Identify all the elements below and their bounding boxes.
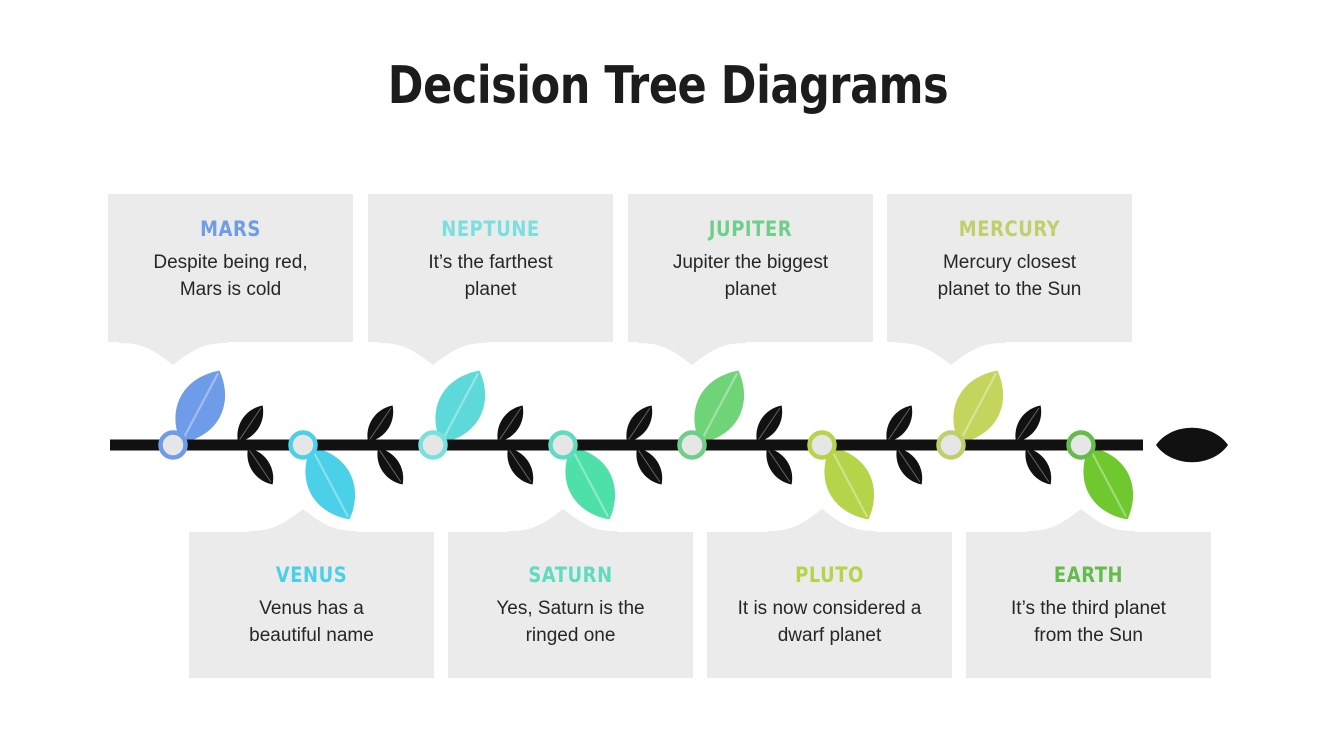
card-description-line-1: Yes, Saturn is the [496,598,645,620]
branch-stem [110,439,1143,451]
card-title: PLUTO [795,563,864,587]
node-ring[interactable] [158,430,188,460]
decorative-leaf-0 [237,405,264,442]
decorative-leaf-9 [766,448,793,485]
node-ring[interactable] [548,430,578,460]
card-title: VENUS [275,563,348,587]
node-ring[interactable] [807,430,837,460]
decorative-leaf-6 [626,405,653,442]
card-description: It is now considered a dwarf planet [721,596,938,650]
card-mars[interactable]: MARS Despite being red, Mars is cold [108,194,353,342]
card-description-line-2: Mars is cold [179,279,282,301]
card-description-line-2: dwarf planet [777,625,882,647]
card-title: SATURN [528,563,613,587]
leaf-neptune [435,370,486,443]
node-mars[interactable] [158,430,188,460]
decorative-leaf-3 [377,448,404,485]
card-neptune[interactable]: NEPTUNE It’s the farthest planet [368,194,613,342]
node-saturn[interactable] [548,430,578,460]
card-description-line-1: Mercury closest [942,252,1077,274]
card-description: It’s the farthest planet [382,250,599,304]
card-description: Yes, Saturn is the ringed one [462,596,679,650]
card-description-line-1: It’s the farthest [428,252,553,274]
node-ring[interactable] [288,430,318,460]
node-ring[interactable] [1066,430,1096,460]
card-description: Despite being red, Mars is cold [122,250,339,304]
decorative-leaf-8 [756,405,783,442]
branch-graphic [110,370,1228,520]
node-jupiter[interactable] [677,430,707,460]
card-description: It’s the third planet from the Sun [980,596,1197,650]
node-mercury[interactable] [936,430,966,460]
node-venus[interactable] [288,430,318,460]
card-title: EARTH [1053,563,1124,587]
node-ring[interactable] [936,430,966,460]
card-title: MERCURY [958,217,1061,241]
node-ring[interactable] [677,430,707,460]
card-title: NEPTUNE [441,217,540,241]
card-description-line-1: Jupiter the biggest [672,252,829,274]
node-ring[interactable] [418,430,448,460]
leaf-pluto [824,447,875,520]
card-description-line-1: It is now considered a [737,598,922,620]
leaf-mars [175,370,226,443]
decorative-leaf-7 [636,448,663,485]
card-description-line-1: Venus has a [259,598,364,620]
card-earth[interactable]: EARTH It’s the third planet from the Sun [966,532,1211,678]
card-description: Venus has a beautiful name [203,596,420,650]
leaf-mercury [953,370,1004,443]
decorative-leaf-13 [1025,448,1052,485]
branch-timeline [0,360,1336,540]
card-description-line-1: It’s the third planet [1011,598,1166,620]
leaf-venus [305,447,356,520]
card-description-line-2: planet [724,279,777,301]
card-description-line-2: beautiful name [249,625,374,647]
card-title: MARS [200,217,261,241]
leaf-saturn [565,447,616,520]
decorative-leaf-2 [367,405,394,442]
decorative-leaf-12 [1015,405,1042,442]
card-venus[interactable]: VENUS Venus has a beautiful name [189,532,434,678]
page-title: Decision Tree Diagrams [387,56,949,116]
branch-tip-leaf [1156,427,1228,463]
decorative-leaf-4 [497,405,524,442]
card-mercury[interactable]: MERCURY Mercury closest planet to the Sun [887,194,1132,342]
card-description: Mercury closest planet to the Sun [901,250,1118,304]
card-description: Jupiter the biggest planet [642,250,859,304]
decorative-leaf-1 [247,448,274,485]
node-neptune[interactable] [418,430,448,460]
card-description-line-2: from the Sun [1034,625,1143,647]
card-saturn[interactable]: SATURN Yes, Saturn is the ringed one [448,532,693,678]
card-description-line-2: ringed one [525,625,616,647]
card-title: JUPITER [708,217,793,241]
decorative-leaf-5 [507,448,534,485]
card-pluto[interactable]: PLUTO It is now considered a dwarf planet [707,532,952,678]
node-earth[interactable] [1066,430,1096,460]
card-description-line-2: planet to the Sun [937,279,1082,301]
card-jupiter[interactable]: JUPITER Jupiter the biggest planet [628,194,873,342]
decorative-leaf-10 [886,405,913,442]
leaf-earth [1083,447,1134,520]
decorative-leaf-11 [896,448,923,485]
card-description-line-1: Despite being red, [153,252,308,274]
leaf-jupiter [694,370,745,443]
card-description-line-2: planet [464,279,517,301]
node-pluto[interactable] [807,430,837,460]
